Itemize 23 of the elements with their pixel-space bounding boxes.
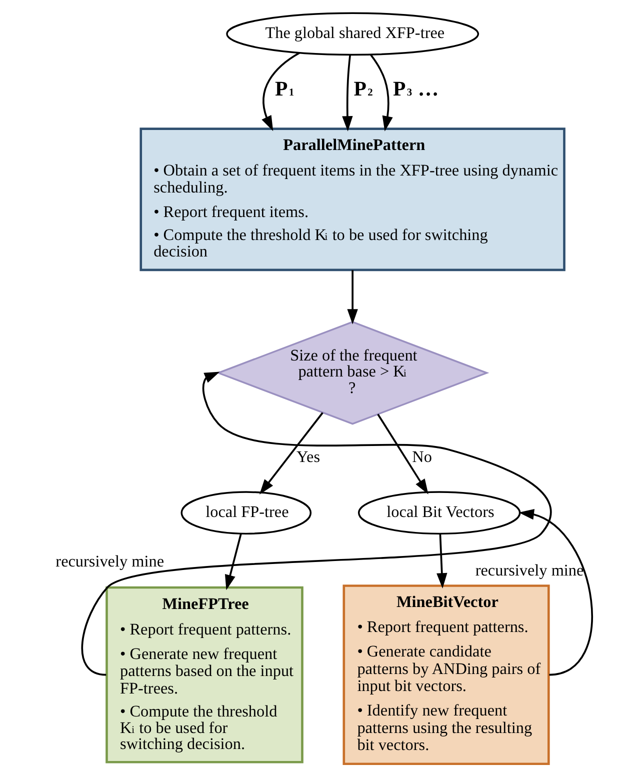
node-ellipse: local Bit Vectors xyxy=(358,491,521,535)
arrow xyxy=(81,372,552,676)
node-ellipse: local FP-tree xyxy=(180,491,312,535)
node-box: MineFPTree • Report frequent patterns. • Generate new frequent patterns based on the input FP-trees. • Compute the threshold Ki to be used for switching decision. xyxy=(106,586,304,764)
arrow xyxy=(342,54,353,132)
arrow xyxy=(436,534,448,588)
arrow xyxy=(518,509,593,676)
edge-label: recursively mine xyxy=(56,552,164,570)
edge-label: No xyxy=(412,448,432,466)
arrow xyxy=(262,52,300,132)
arrow xyxy=(224,534,242,590)
node-ellipse: The global shared XFP-tree xyxy=(226,12,480,56)
arrow xyxy=(370,54,393,132)
node-diamond: Size of the frequent pattern base > Ki ? xyxy=(216,321,490,425)
edge-label: P2 xyxy=(354,76,373,101)
edge-label: P3 … xyxy=(393,76,439,101)
edge-label: Yes xyxy=(296,448,320,466)
arrow xyxy=(377,414,428,494)
arrow xyxy=(347,270,358,324)
node-box: MineBitVector • Report frequent patterns. • Generate candidate patterns by ANDing pairs of input bit vectors. • Identify new frequent patterns using the resulting bit vectors. xyxy=(342,584,550,766)
edge-label: P1 xyxy=(275,76,294,101)
arrow xyxy=(259,412,324,494)
edge-label: recursively mine xyxy=(475,562,584,580)
